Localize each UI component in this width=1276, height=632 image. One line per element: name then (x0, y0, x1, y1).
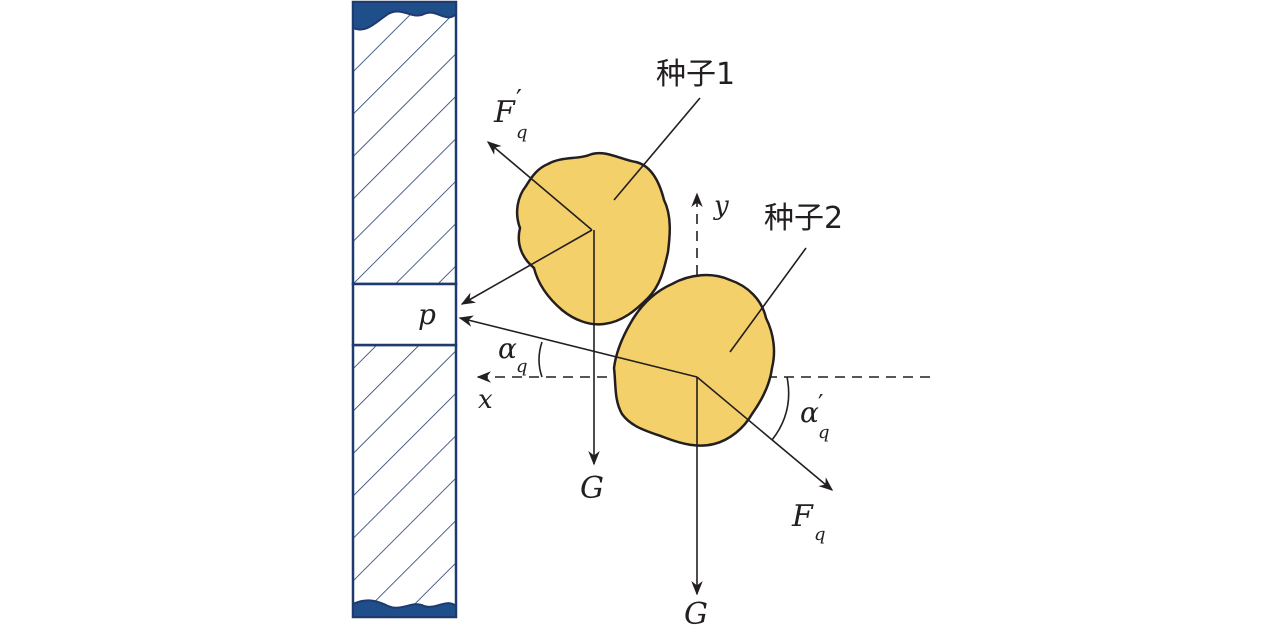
seed-1-leader-line (613, 97, 701, 201)
seed-2-forces (458, 247, 834, 596)
y-axis-label: y (713, 191, 729, 221)
angle-alpha-q-main: α (498, 332, 517, 365)
seed-2-label: 种子2 (764, 201, 843, 236)
force-fq-sub: q (814, 524, 826, 545)
gravity-label-seed-1: G (580, 471, 604, 506)
seed-1-force-fq-prime (486, 141, 593, 231)
angle-alpha-q-prime-arc (771, 376, 790, 441)
gravity-label-seed-2: G (684, 597, 708, 632)
suction-hole (351, 282, 458, 347)
force-fq-prime-sub: q (516, 122, 528, 143)
seed-2-force-to-hole (458, 315, 698, 378)
wall-top-break (352, 1, 457, 31)
seed-1-label: 种子1 (656, 57, 735, 92)
wall-lower-section (351, 343, 458, 619)
seed-2-leader-line (729, 247, 807, 353)
seed-plate-wall (351, 0, 458, 619)
wall-bottom-break (352, 599, 457, 618)
x-axis-label: x (478, 385, 493, 415)
force-fq-prime-main: F (493, 95, 516, 130)
seed-2-shape (612, 273, 776, 447)
angle-alpha-q-prime-mark: ′ (818, 390, 823, 418)
force-fq-prime-mark: ′ (516, 85, 522, 115)
angle-alpha-q-sub: q (516, 356, 528, 377)
angle-alpha-q-prime-sub: q (818, 422, 830, 443)
seed-2-force-fq (696, 376, 834, 491)
hole-label-p: p (418, 298, 436, 331)
seed-1-force-to-hole (460, 229, 593, 305)
seed-1-forces (460, 97, 701, 466)
wall-upper-section (351, 0, 458, 286)
angle-alpha-q-arc (538, 341, 543, 378)
force-fq-main: F (791, 499, 814, 534)
angle-alpha-q-prime-main: α (800, 396, 819, 429)
